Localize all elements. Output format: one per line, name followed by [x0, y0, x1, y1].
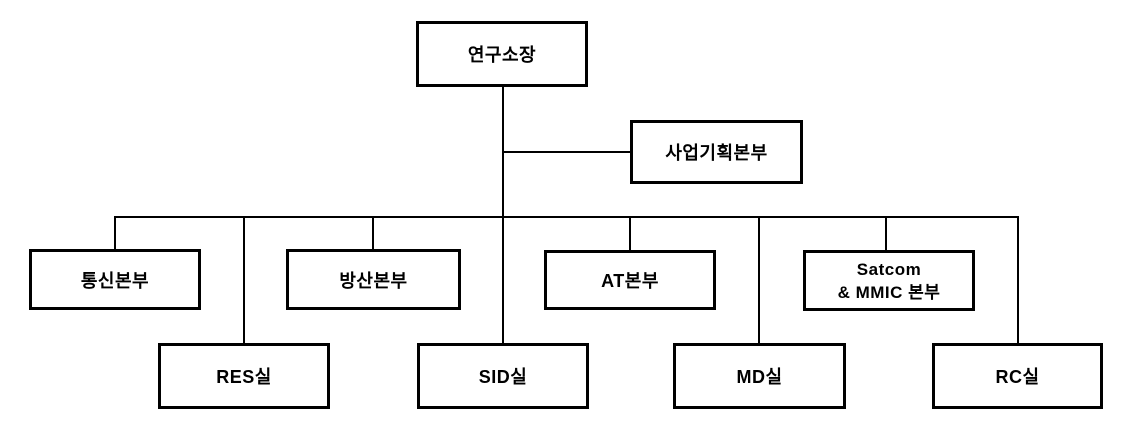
node-sid-office-label: SID실: [478, 367, 528, 387]
node-satcom-mmic-hq-label-line2: & MMIC 본부: [837, 282, 941, 302]
connector-horizontal-bus: [114, 216, 1019, 218]
node-satcom-mmic-hq: Satcom & MMIC 본부: [803, 250, 975, 311]
node-director-label: 연구소장: [467, 45, 537, 65]
node-rc-office: RC실: [932, 343, 1103, 409]
connector-drop-satcom: [885, 216, 887, 252]
node-rc-office-label: RC실: [995, 367, 1040, 387]
node-res-office: RES실: [158, 343, 330, 409]
node-md-office-label: MD실: [736, 367, 783, 387]
node-defense-hq-label: 방산본부: [339, 270, 408, 291]
node-business-planning-label: 사업기획본부: [665, 143, 768, 163]
node-business-planning: 사업기획본부: [630, 120, 803, 184]
node-communications-hq: 통신본부: [29, 249, 201, 310]
connector-drop-defense: [372, 216, 374, 251]
node-director: 연구소장: [416, 21, 588, 87]
node-md-office: MD실: [673, 343, 846, 409]
connector-drop-md: [758, 216, 760, 345]
connector-drop-res: [243, 216, 245, 345]
node-res-office-label: RES실: [216, 367, 272, 387]
node-defense-hq: 방산본부: [286, 249, 461, 310]
node-at-hq-label: AT본부: [601, 271, 659, 291]
connector-branch-planning: [502, 151, 631, 153]
node-at-hq: AT본부: [544, 250, 716, 310]
connector-drop-at: [629, 216, 631, 252]
node-satcom-mmic-hq-label-line1: Satcom: [856, 259, 922, 279]
connector-drop-comm: [114, 216, 116, 251]
node-sid-office: SID실: [417, 343, 589, 409]
node-communications-hq-label: 통신본부: [80, 270, 150, 291]
node-satcom-mmic-hq-label: Satcom & MMIC 본부: [838, 258, 941, 304]
connector-drop-rc: [1017, 216, 1019, 345]
